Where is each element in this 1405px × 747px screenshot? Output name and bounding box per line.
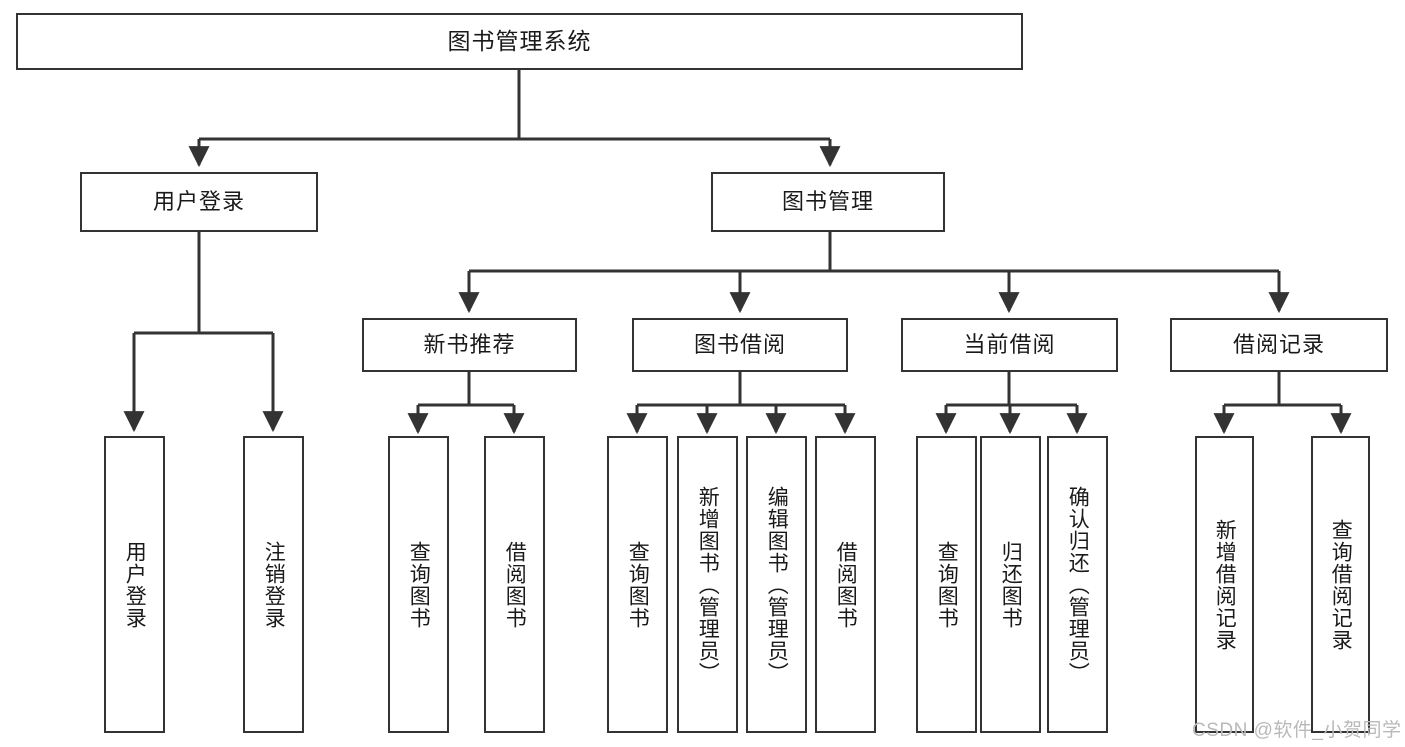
leaf-query-record-label: 查询借阅记录 (1329, 518, 1353, 651)
leaf-query-book-1-label: 查询图书 (407, 540, 431, 629)
leaf-return-book[interactable]: 归还图书 (980, 436, 1041, 733)
leaf-borrow-book-1-label: 借阅图书 (503, 540, 527, 629)
leaf-user-logout[interactable]: 注销登录 (243, 436, 304, 733)
leaf-borrow-book-2-label: 借阅图书 (834, 540, 858, 629)
leaf-query-book-1[interactable]: 查询图书 (388, 436, 449, 733)
node-book-borrow-label: 图书借阅 (693, 331, 786, 357)
leaf-query-book-2-label: 查询图书 (626, 540, 650, 629)
node-user-login-label: 用户登录 (152, 188, 245, 214)
leaf-edit-book[interactable]: 编辑图书（管理员） (746, 436, 807, 733)
node-borrow-record-label: 借阅记录 (1232, 331, 1325, 357)
leaf-query-book-3[interactable]: 查询图书 (916, 436, 977, 733)
leaf-add-book[interactable]: 新增图书（管理员） (677, 436, 738, 733)
node-book-manage[interactable]: 图书管理 (711, 172, 945, 232)
leaf-user-login[interactable]: 用户登录 (104, 436, 165, 733)
leaf-borrow-book-1[interactable]: 借阅图书 (484, 436, 545, 733)
node-current-borrow-label: 当前借阅 (963, 331, 1056, 357)
node-user-login[interactable]: 用户登录 (80, 172, 318, 232)
leaf-add-book-label: 新增图书（管理员） (696, 485, 720, 684)
leaf-query-book-2[interactable]: 查询图书 (607, 436, 668, 733)
leaf-user-login-label: 用户登录 (123, 540, 147, 629)
node-book-borrow[interactable]: 图书借阅 (632, 318, 848, 372)
leaf-query-book-3-label: 查询图书 (935, 540, 959, 629)
leaf-add-record-label: 新增借阅记录 (1213, 518, 1237, 651)
leaf-confirm-return[interactable]: 确认归还（管理员） (1047, 436, 1108, 733)
node-current-borrow[interactable]: 当前借阅 (901, 318, 1118, 372)
leaf-user-logout-label: 注销登录 (262, 540, 286, 629)
node-new-book-recommend[interactable]: 新书推荐 (362, 318, 577, 372)
node-root-system[interactable]: 图书管理系统 (16, 13, 1023, 70)
leaf-query-record[interactable]: 查询借阅记录 (1311, 436, 1370, 733)
leaf-return-book-label: 归还图书 (999, 540, 1023, 629)
leaf-borrow-book-2[interactable]: 借阅图书 (815, 436, 876, 733)
leaf-edit-book-label: 编辑图书（管理员） (765, 485, 789, 684)
node-book-manage-label: 图书管理 (781, 188, 874, 214)
csdn-watermark: CSDN @软件_小贺同学 (1192, 720, 1402, 741)
node-borrow-record[interactable]: 借阅记录 (1170, 318, 1388, 372)
leaf-confirm-return-label: 确认归还（管理员） (1066, 485, 1090, 684)
node-root-label: 图书管理系统 (447, 27, 592, 54)
node-new-book-recommend-label: 新书推荐 (423, 331, 516, 357)
leaf-add-record[interactable]: 新增借阅记录 (1195, 436, 1254, 733)
